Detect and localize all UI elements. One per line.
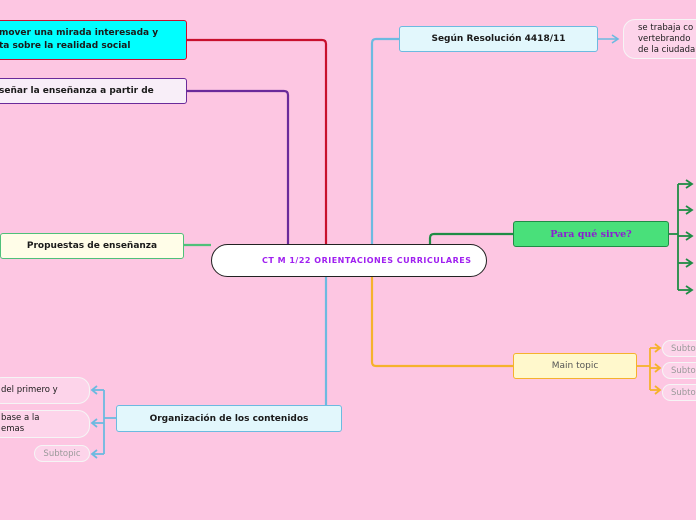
topic-propuestas-label: Propuestas de enseñanza — [26, 241, 158, 251]
subtopic-org-3[interactable]: Subtopic — [34, 445, 90, 462]
link-resolucion — [370, 37, 399, 244]
topic-para-que-label: Para qué sirve? — [550, 228, 632, 240]
topic-resolucion-label: Según Resolución 4418/11 — [431, 34, 566, 44]
topic-propuestas[interactable]: Propuestas de enseñanza — [0, 233, 184, 259]
subtopic-main-1[interactable]: Subto — [662, 340, 696, 357]
topic-main[interactable]: Main topic — [513, 353, 637, 379]
subtopic-org-1[interactable]: del primero y — [0, 377, 90, 404]
subtopic-org-3-label: Subtopic — [43, 448, 81, 459]
subtopic-org-1-label: del primero y — [1, 385, 58, 395]
topic-disenar-label: señar la enseñanza a partir de — [0, 86, 154, 96]
organizacion-branches — [90, 385, 116, 459]
subtopic-org-2-label: base a la emas — [1, 413, 40, 434]
link-para-que — [428, 232, 513, 244]
central-topic-label: CT M 1/22 ORIENTACIONES CURRICULARES — [262, 255, 472, 265]
subtopic-main-2-label: Subto — [671, 365, 696, 376]
subtopic-resolucion-detail[interactable]: se trabaja co vertebrando de la ciudada — [623, 19, 696, 59]
subtopic-main-3-label: Subto — [671, 387, 696, 398]
topic-main-label: Main topic — [551, 361, 599, 371]
topic-para-que[interactable]: Para qué sirve? — [513, 221, 669, 247]
link-promover — [187, 38, 328, 244]
topic-resolucion[interactable]: Según Resolución 4418/11 — [399, 26, 598, 52]
central-topic[interactable]: CT M 1/22 ORIENTACIONES CURRICULARES — [211, 244, 487, 277]
subtopic-main-3[interactable]: Subto — [662, 384, 696, 401]
topic-disenar[interactable]: señar la enseñanza a partir de — [0, 78, 187, 104]
topic-promover-label: mover una mirada interesada y ta sobre l… — [0, 28, 159, 51]
para-que-branches — [669, 179, 694, 295]
link-main-topic — [370, 277, 513, 368]
topic-promover[interactable]: mover una mirada interesada y ta sobre l… — [0, 20, 187, 60]
subtopic-main-2[interactable]: Subto — [662, 362, 696, 379]
subtopic-resolucion-detail-label: se trabaja co vertebrando de la ciudada — [638, 22, 696, 55]
link-disenar — [187, 89, 290, 244]
arrow-resolucion-sub — [611, 34, 620, 44]
main-topic-branches — [637, 343, 662, 395]
subtopic-org-2[interactable]: base a la emas — [0, 410, 90, 438]
topic-organizacion-label: Organización de los contenidos — [149, 413, 309, 424]
subtopic-main-1-label: Subto — [671, 343, 696, 354]
topic-organizacion[interactable]: Organización de los contenidos — [116, 405, 342, 432]
